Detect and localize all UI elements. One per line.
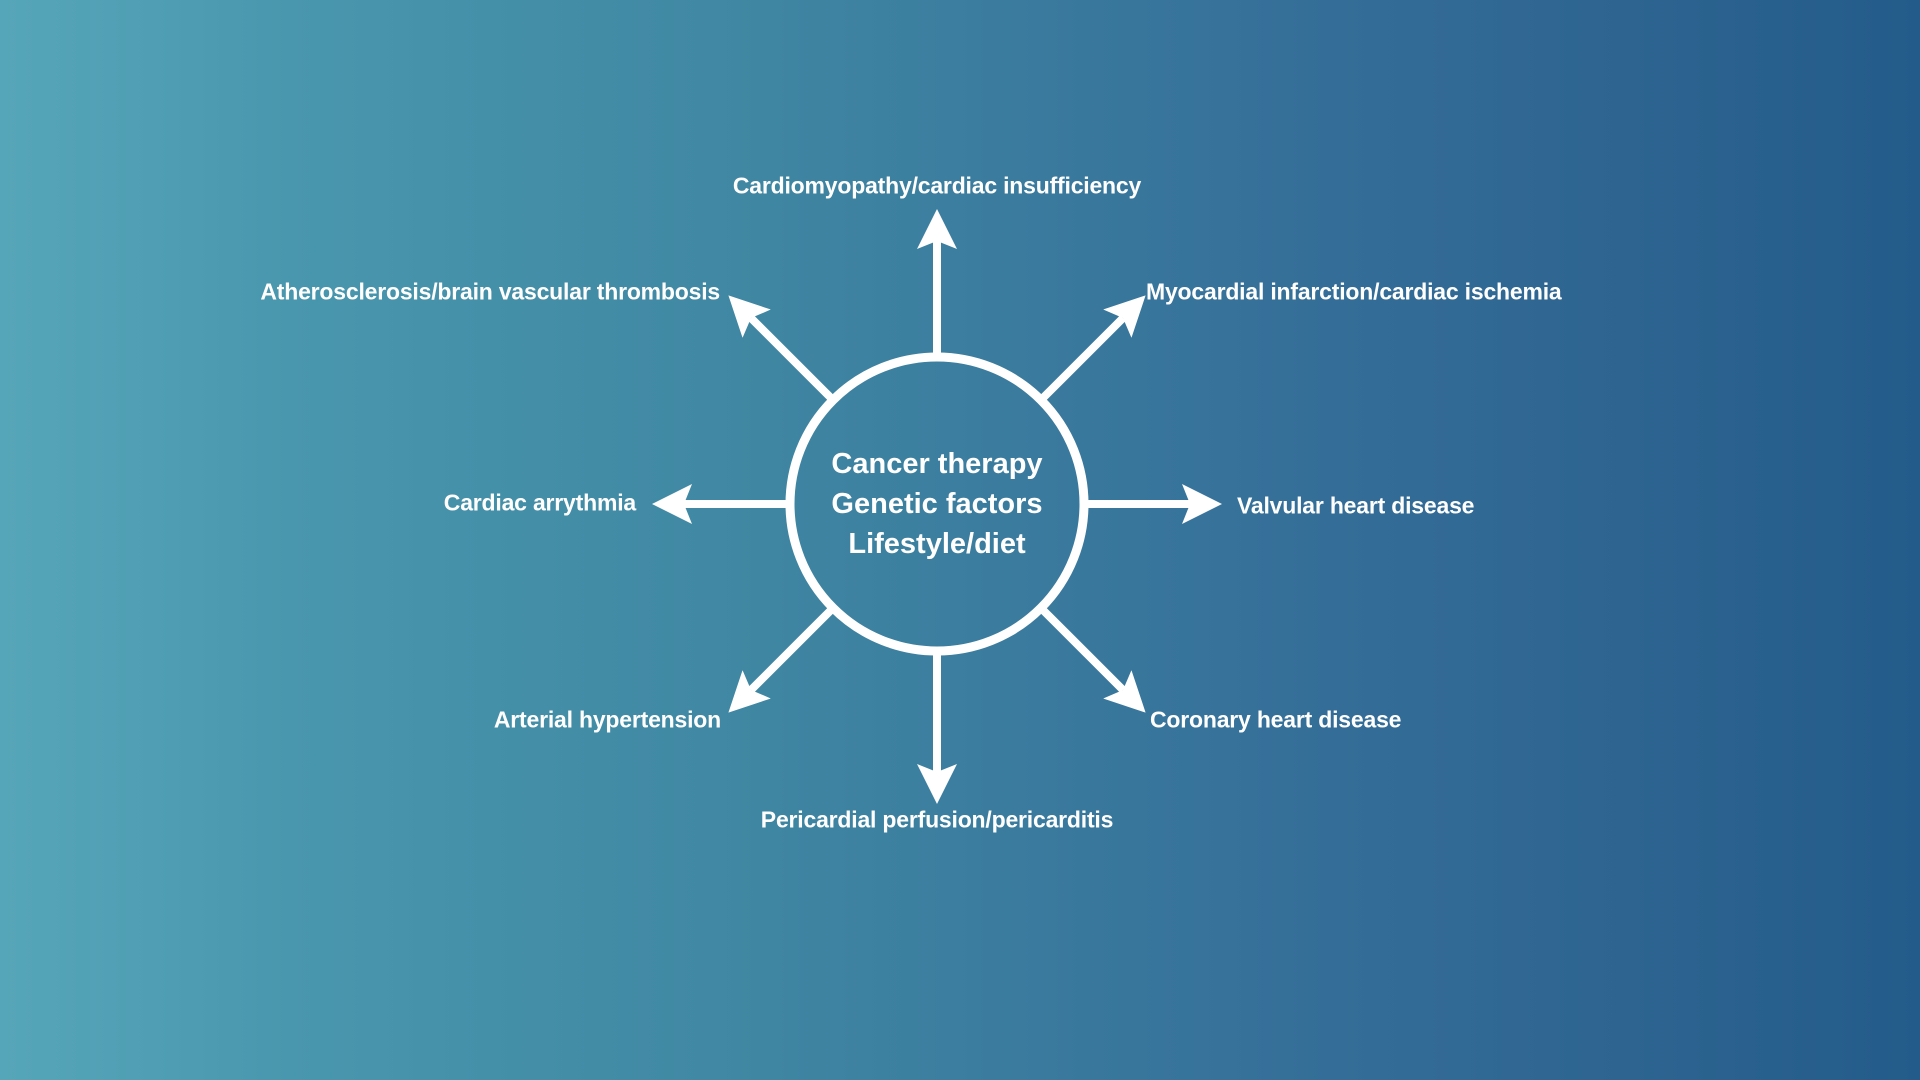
center-factors: Cancer therapy Genetic factors Lifestyle… [831, 444, 1042, 564]
arrow-down-left [728, 607, 834, 713]
center-line-lifestyle-diet: Lifestyle/diet [848, 528, 1026, 560]
label-cardiac-arrythmia: Cardiac arrythmia [443, 489, 636, 516]
center-circle [785, 352, 1089, 656]
label-myocardial-infarction: Myocardial infarction/cardiac ischemia [1146, 278, 1562, 305]
label-cardiomyopathy: Cardiomyopathy/cardiac insufficiency [732, 172, 1142, 199]
label-pericardial: Pericardial perfusion/pericarditis [760, 806, 1114, 833]
center-line-cancer-therapy: Cancer therapy [831, 448, 1043, 480]
label-valvular-heart-disease: Valvular heart disease [1237, 492, 1475, 519]
center-line-genetic-factors: Genetic factors [831, 488, 1043, 520]
arrow-up-right [1040, 295, 1146, 401]
arrow-up-left [728, 295, 834, 401]
label-atherosclerosis: Atherosclerosis/brain vascular thrombosi… [260, 278, 720, 305]
label-arterial-hypertension: Arterial hypertension [493, 706, 721, 733]
arrow-down-right [1040, 607, 1146, 713]
label-coronary-heart-disease: Coronary heart disease [1150, 706, 1402, 733]
